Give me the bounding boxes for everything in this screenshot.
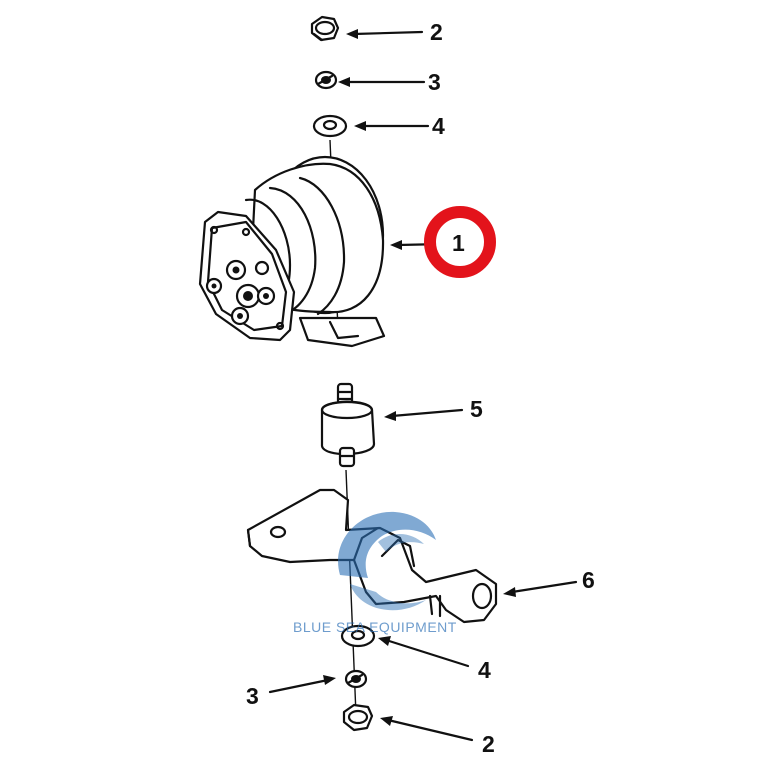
top-flat-washer: [312, 114, 348, 138]
isolator-mount: [320, 382, 376, 468]
callout-solenoid: 1: [452, 230, 465, 256]
watermark-logo-wave-icon: [338, 511, 436, 578]
callout-top-nut: 2: [430, 19, 443, 45]
callout-bottom-lockwasher: 3: [246, 683, 259, 709]
top-lock-washer: [314, 70, 338, 90]
callout-bracket: 6: [582, 567, 595, 593]
watermark-text: BLUE SEA EQUIPMENT: [293, 619, 457, 635]
blue-sea-watermark: BLUE SEA EQUIPMENT: [293, 511, 457, 635]
bottom-lock-washer: [344, 669, 368, 689]
top-hex-nut: [310, 15, 340, 42]
callout-top-lockwasher: 3: [428, 69, 441, 95]
callout-mount: 5: [470, 396, 483, 422]
callout-bottom-washer: 4: [478, 657, 491, 683]
callout-bottom-nut: 2: [482, 731, 495, 757]
bottom-flat-washer: [340, 624, 376, 648]
callout-top-washer: 4: [432, 113, 445, 139]
callout-arrows: [268, 29, 578, 742]
callout-labels: 2 3 4 1 5 6 4 3 2: [246, 19, 595, 757]
solenoid-body: [198, 155, 386, 348]
mounting-bracket: [246, 488, 498, 624]
bottom-hex-nut: [342, 703, 374, 732]
highlight-circle: [424, 206, 496, 278]
